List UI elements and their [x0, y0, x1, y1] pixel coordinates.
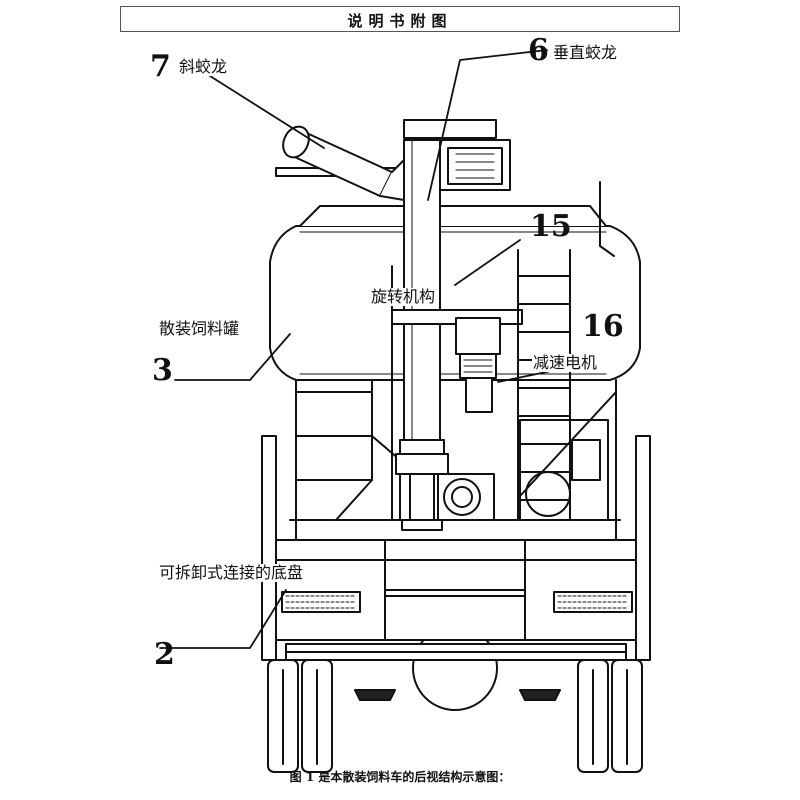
callout-number-7: 7 [150, 49, 171, 84]
wheel-left-outer [267, 659, 299, 773]
callout-label-feed-tank: 散装饲料罐 [158, 319, 241, 338]
callout-label-vertical-auger: 垂直蛟龙 [552, 43, 619, 62]
handrail [599, 181, 615, 257]
callout-number-6: 6 [528, 33, 549, 68]
callout-number-16: 16 [582, 309, 624, 344]
blower [437, 473, 495, 521]
header-title: 说明书附图 [347, 12, 453, 30]
ladder [517, 249, 571, 521]
callout-number-3: 3 [152, 353, 173, 388]
figure-caption: 图 1 是本散装饲料车的后视结构示意图： [289, 770, 511, 784]
inclined-auger [282, 125, 405, 201]
mudflaps [354, 689, 561, 701]
header-frame: 说明书附图 [120, 6, 680, 32]
callout-number-2: 2 [154, 637, 175, 672]
callout-label-rotation-mechanism: 旋转机构 [370, 287, 437, 306]
top-gearbox [403, 119, 497, 139]
callout-number-15: 15 [530, 209, 572, 244]
chassis-rail-right [635, 435, 651, 661]
hopper-box-left [295, 379, 373, 437]
callout-label-detachable-chassis: 可拆卸式连接的底盘 [158, 563, 305, 582]
callout-label-inclined-auger: 斜蛟龙 [178, 57, 229, 76]
feed-tank [269, 225, 641, 381]
reduction-motor [455, 317, 501, 413]
callout-label-reduction-motor: 减速电机 [532, 353, 599, 372]
tail-lights [281, 591, 633, 613]
